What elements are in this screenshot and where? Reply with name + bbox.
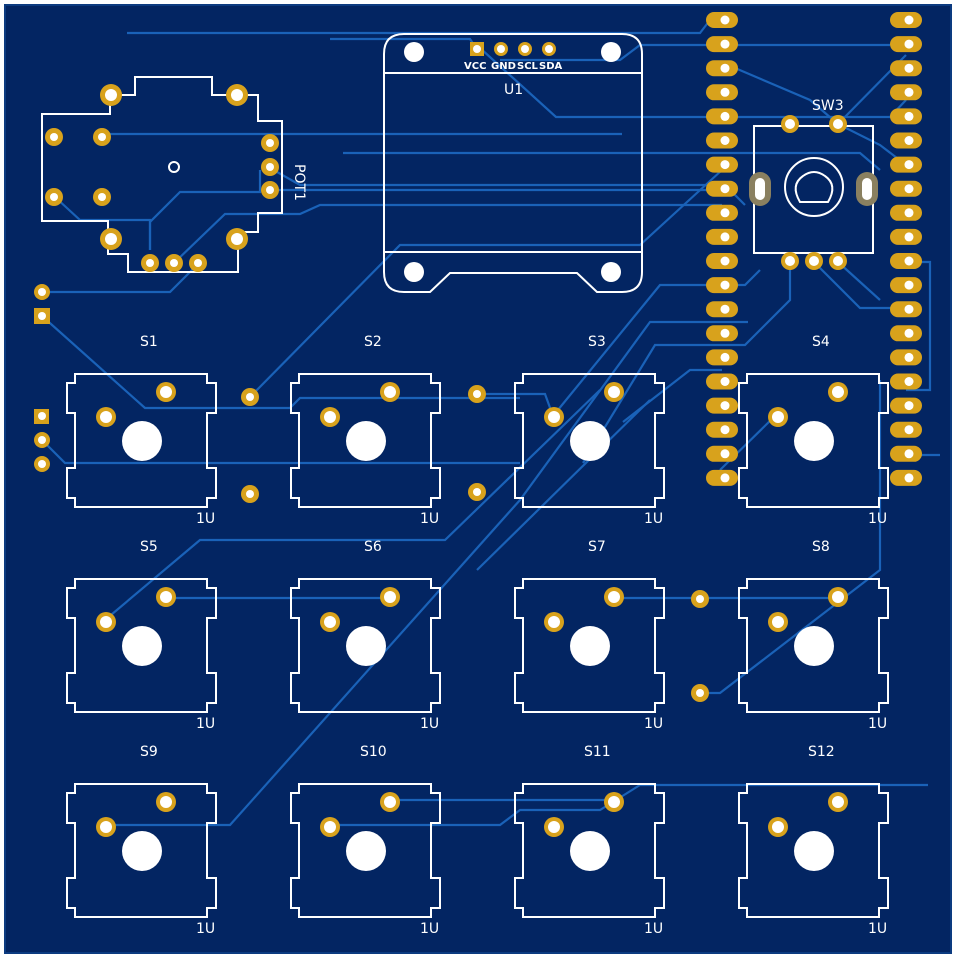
switch-label: S8 <box>812 539 830 555</box>
switch-label: S2 <box>364 334 382 350</box>
switch-size-label: 1U <box>420 716 439 732</box>
pot1-label: POT1 <box>291 164 307 201</box>
switch-label: S4 <box>812 334 830 350</box>
switch-label: S5 <box>140 539 158 555</box>
pin-label-vcc: VCC <box>464 61 486 72</box>
oled-display-u1: VCC GND SCL SDA U1 <box>383 33 643 293</box>
switch-label: S7 <box>588 539 606 555</box>
switch-size-label: 1U <box>420 511 439 527</box>
switch-label: S11 <box>584 744 611 760</box>
switch-label: S3 <box>588 334 606 350</box>
key-switch-s12: S12 1U <box>738 744 889 937</box>
switch-label: S9 <box>140 744 158 760</box>
switch-label: S10 <box>360 744 387 760</box>
pin-label-sda: SDA <box>539 61 563 72</box>
key-switch-s6: S6 1U <box>290 539 441 732</box>
key-switch-s2: S2 1U <box>290 334 441 527</box>
key-switch-s9: S9 1U <box>66 744 217 937</box>
switch-size-label: 1U <box>868 511 887 527</box>
switch-size-label: 1U <box>644 511 663 527</box>
u1-label: U1 <box>504 82 523 98</box>
key-switch-s4: S4 1U <box>738 334 889 527</box>
key-switches: S1 1U S2 1U S3 1U S4 1U S5 1U S6 1U S7 1U S8 1U S9 1U S10 1… <box>66 334 889 937</box>
switch-size-label: 1U <box>868 921 887 937</box>
switch-size-label: 1U <box>644 921 663 937</box>
key-switch-s8: S8 1U <box>738 539 889 732</box>
vias-and-extra-pads <box>241 385 709 702</box>
switch-label: S1 <box>140 334 158 350</box>
switch-size-label: 1U <box>196 921 215 937</box>
key-switch-s11: S11 1U <box>514 744 665 937</box>
switch-size-label: 1U <box>644 716 663 732</box>
switch-size-label: 1U <box>420 921 439 937</box>
sw3-label: SW3 <box>812 98 844 114</box>
switch-label: S6 <box>364 539 382 555</box>
key-switch-s1: S1 1U <box>66 334 217 527</box>
switch-size-label: 1U <box>868 716 887 732</box>
pin-label-scl: SCL <box>517 61 539 72</box>
key-switch-s10: S10 1U <box>290 744 441 937</box>
key-switch-s3: S3 1U <box>514 334 665 527</box>
rotary-encoder-sw3: SW3 <box>749 98 878 270</box>
connectors-left <box>34 284 50 472</box>
switch-size-label: 1U <box>196 716 215 732</box>
board-outline <box>4 4 952 954</box>
key-switch-s7: S7 1U <box>514 539 665 732</box>
switch-label: S12 <box>808 744 835 760</box>
pin-label-gnd: GND <box>491 61 516 72</box>
key-switch-s5: S5 1U <box>66 539 217 732</box>
potentiometer-pot1: POT1 <box>41 76 307 273</box>
switch-size-label: 1U <box>196 511 215 527</box>
mcu-header-pins <box>706 12 922 486</box>
